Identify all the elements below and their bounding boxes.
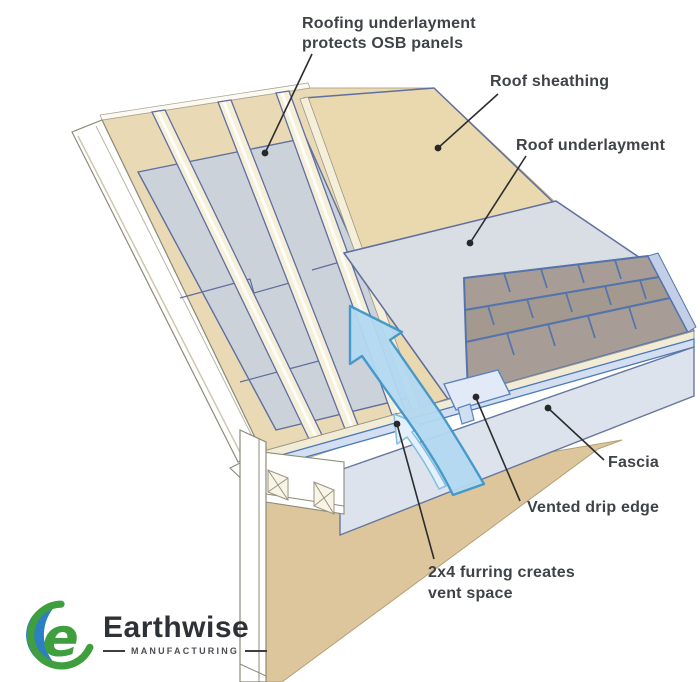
logo-green-ring [27,600,94,670]
label-roofing-underlayment-line2: protects OSB panels [302,35,463,52]
earthwise-logo: e Earthwise MANUFACTURING [24,598,268,670]
label-roofing-underlayment-line1: Roofing underlayment [302,15,476,32]
logo-rule-left [103,650,125,653]
dot-roof-sheathing [434,144,442,152]
leader-lines [264,53,605,560]
leader-furring [396,423,435,560]
rake-edge-tan-line [77,135,245,461]
soffit-lumber-2-cross [313,481,335,515]
dot-furring [393,420,401,428]
label-furring-line1: 2x4 furring creates [428,564,575,581]
shingle-tab-slits-1 [503,259,622,293]
logo-text: Earthwise MANUFACTURING [103,610,268,657]
leader-fascia [547,407,605,461]
logo-green-e: e [43,606,79,669]
leader-vented-drip-edge [475,397,521,502]
leader-dots [261,144,552,428]
vented-drip-edge-piece [443,369,511,425]
label-roof-underlayment: Roof underlayment [516,137,666,154]
logo-subtitle-row: MANUFACTURING [103,646,268,657]
dot-fascia [544,404,552,412]
earthwise-logo-mark: e [26,600,94,670]
leader-roofing-underlayment [264,53,313,154]
leader-roof-sheathing [437,93,499,149]
logo-name: Earthwise [103,610,250,644]
shingle-tab-slits-3 [506,306,637,356]
logo-rule-right [245,650,268,653]
dot-vented-drip-edge [472,393,480,401]
logo-subtitle: MANUFACTURING [131,646,240,657]
dot-roof-underlayment [466,239,474,247]
corner-post [239,429,267,682]
furring-strip-1-highlight [156,111,318,438]
ridge-edge [99,82,311,121]
airflow-arrow [348,304,486,497]
airflow-arrow-secondary [393,413,447,490]
shingle-side-edge [647,252,697,333]
rake-edge-inner-line [95,125,257,445]
label-furring-line2: vent space [428,585,513,602]
shingles [463,252,697,395]
dot-roofing-underlayment [261,149,269,157]
label-fascia: Fascia [608,454,659,471]
furring-strip-2-highlight [222,101,354,428]
shingle-tab-slits-2 [487,279,647,326]
leader-roof-underlayment [469,155,527,244]
label-vented-drip-edge: Vented drip edge [527,499,659,516]
label-roof-sheathing: Roof sheathing [490,73,609,90]
soffit-lumber-1-cross [267,469,289,501]
